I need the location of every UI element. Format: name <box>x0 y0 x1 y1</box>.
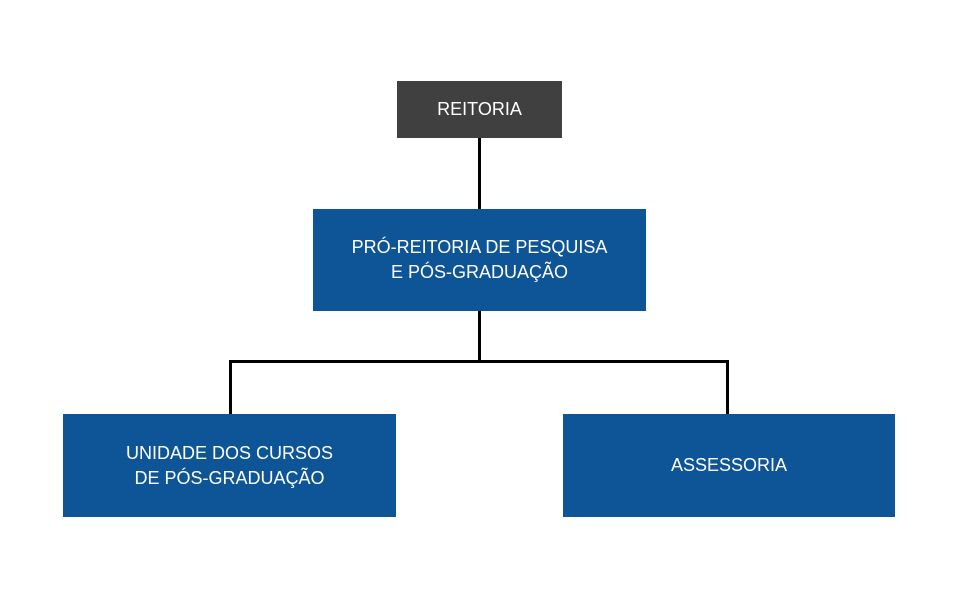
unidade-cursos-label-line-1: UNIDADE DOS CURSOS <box>125 442 334 463</box>
pro-reitoria-label-line-1: PRÓ-REITORIA DE PESQUISA <box>351 237 608 257</box>
assessoria-label: ASSESSORIA <box>670 455 788 475</box>
unidade-cursos-label-line-2: DE PÓS-GRADUAÇÃO <box>134 467 325 488</box>
assessoria-box: ASSESSORIA <box>563 414 895 517</box>
unidade-cursos-box: UNIDADE DOS CURSOS DE PÓS-GRADUAÇÃO <box>63 414 396 517</box>
reitoria-label: REITORIA <box>437 99 522 119</box>
pro-reitoria-box: PRÓ-REITORIA DE PESQUISA E PÓS-GRADUAÇÃO <box>313 209 646 311</box>
pro-reitoria-label-line-2: E PÓS-GRADUAÇÃO <box>390 262 569 282</box>
reitoria-box: REITORIA <box>397 81 562 138</box>
